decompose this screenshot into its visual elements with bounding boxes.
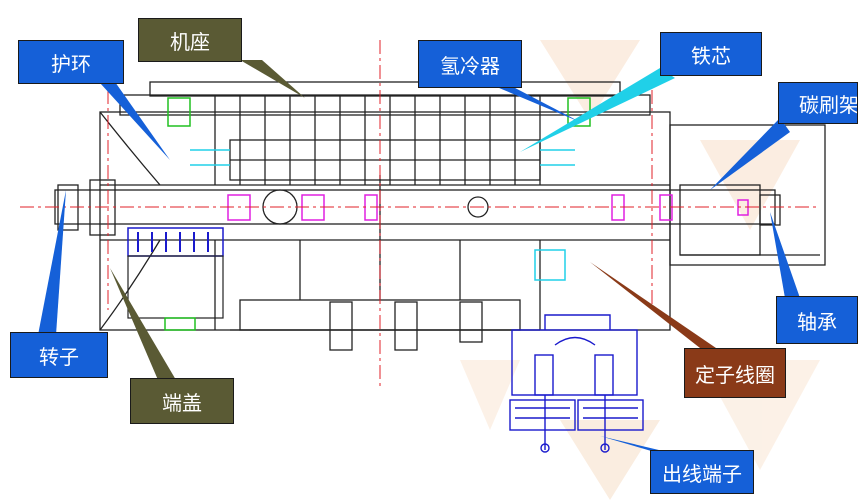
centerlines xyxy=(20,40,820,390)
label-jizuo: 机座 xyxy=(138,18,242,62)
pointer-tiexin xyxy=(520,68,675,152)
label-zhuanzi: 转子 xyxy=(10,332,108,378)
pointer-qinglengqi xyxy=(480,80,580,122)
terminal-box xyxy=(509,314,644,453)
label-duangai: 端盖 xyxy=(130,378,234,424)
pointer-jizuo xyxy=(240,60,305,98)
pointer-duangai xyxy=(110,268,176,380)
label-zhoucheng: 轴承 xyxy=(776,296,858,344)
pointer-zhuanzi xyxy=(38,190,66,335)
pointer-dingzixianquan xyxy=(590,262,716,348)
pointer-tanshuajia xyxy=(710,118,790,190)
label-dingzixianquan: 定子线圈 xyxy=(684,348,786,398)
pointer-huhuan xyxy=(90,72,170,160)
pointer-zhoucheng xyxy=(770,212,800,298)
label-qinglengqi: 氢冷器 xyxy=(418,40,522,88)
colored-details xyxy=(167,97,749,281)
label-tanshuajia: 碳刷架 xyxy=(778,82,858,124)
label-tiexin: 铁芯 xyxy=(660,32,762,76)
label-huhuan: 护环 xyxy=(18,40,124,84)
label-chuxianduanzi: 出线端子 xyxy=(650,450,754,494)
end-cover-block xyxy=(127,227,224,331)
callout-pointers xyxy=(38,60,800,455)
background-pattern xyxy=(460,40,820,500)
generator-casing xyxy=(54,81,826,351)
